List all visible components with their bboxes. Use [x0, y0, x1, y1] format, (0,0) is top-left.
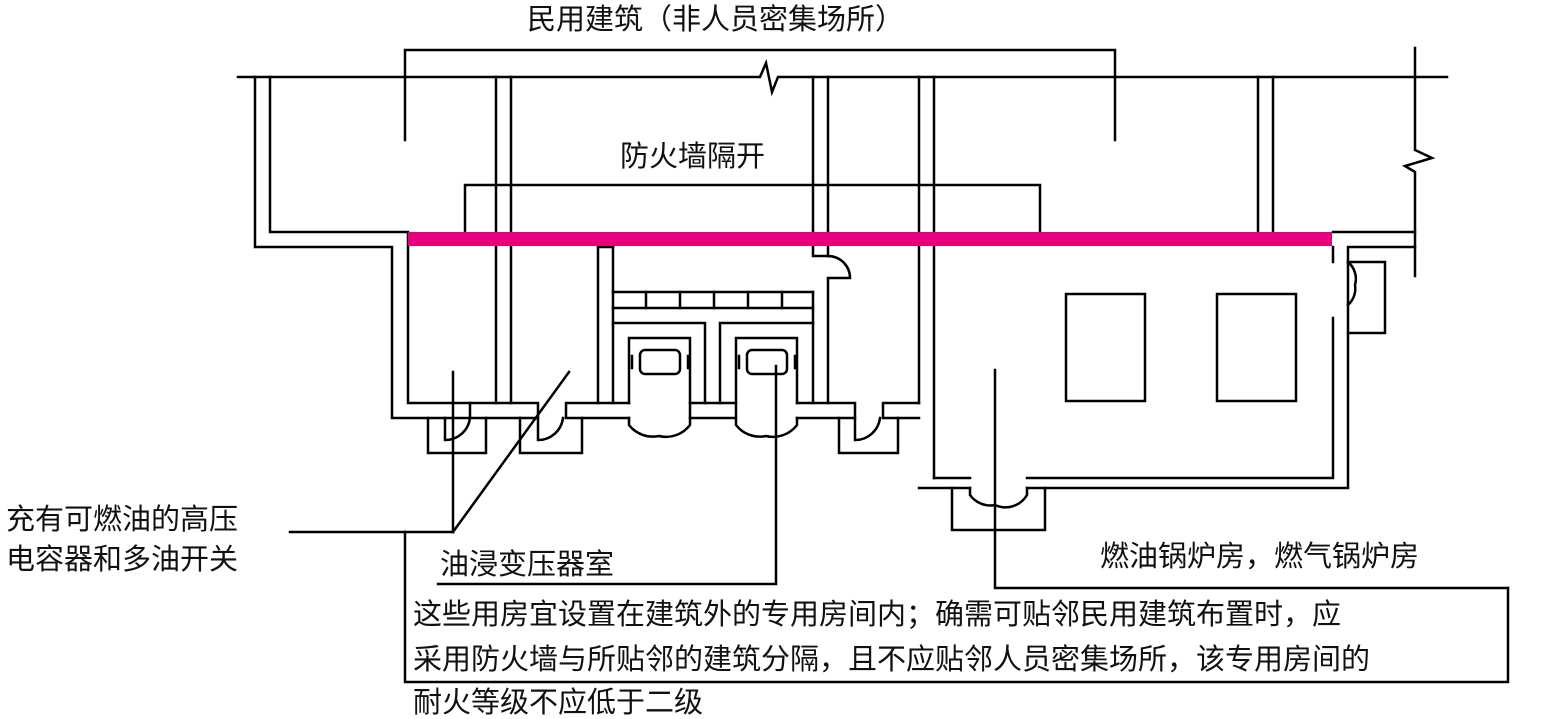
column-2: [811, 75, 830, 234]
boiler-side-door: [1346, 260, 1387, 335]
firewall-brace: [463, 183, 1042, 234]
boiler-room-label: 燃油锅炉房，燃气锅炉房: [1100, 539, 1420, 573]
bottom-wall-1: [468, 401, 540, 420]
capacitor-label-line1: 充有可燃油的高压: [6, 502, 239, 536]
bottom-wall-4: [795, 401, 857, 420]
civil-building-brace: [403, 48, 1117, 142]
corridor-door-swing: [826, 254, 852, 280]
bottom-wall-3: [688, 401, 738, 420]
door-swing-5: [853, 416, 882, 442]
transformer-unit-2: [737, 348, 797, 376]
boiler-door-frame: [950, 486, 1047, 532]
civil-building-label: 民用建筑（非人员密集场所）: [527, 2, 905, 36]
right-break-line: [1401, 46, 1436, 278]
corridor-ticks: [644, 290, 784, 310]
transformer-cell-right: [718, 321, 815, 405]
boiler-unit-1: [1064, 292, 1147, 403]
boiler-room-outer: [917, 245, 1417, 490]
leader-boiler: [993, 368, 1510, 590]
door-swing-4: [734, 416, 799, 439]
door-frame-3: [837, 416, 900, 455]
transformer-room-label: 油浸变压器室: [440, 547, 615, 581]
capacitor-label-line2: 电容器和多油开关: [6, 542, 239, 576]
bottom-wall-5: [881, 401, 921, 420]
note-line-3: 耐火等级不应低于二级: [413, 685, 704, 719]
boiler-unit-2: [1215, 292, 1298, 403]
bottom-wall-2: [564, 401, 631, 420]
leader-transformer: [436, 364, 778, 586]
top-boundary-line: [236, 58, 1449, 97]
door-swing-2: [536, 416, 565, 442]
transformer-cell-left: [611, 321, 707, 405]
boiler-door-swing: [968, 486, 1029, 509]
transformer-unit-1: [630, 348, 690, 376]
door-swing-1: [443, 416, 472, 442]
left-wall-outer: [253, 75, 472, 420]
door-frame-2: [518, 416, 584, 455]
firewall-line: [408, 232, 1332, 246]
walls: [236, 46, 1510, 684]
note-line-1: 这些用房宜设置在建筑外的专用房间内；确需可贴邻民用建筑布置时，应: [413, 597, 1342, 631]
corridor-door-stub: [811, 230, 830, 405]
firewall-separation-label: 防火墙隔开: [620, 139, 766, 173]
partition-wall-a: [596, 245, 615, 405]
door-frame-1: [426, 416, 488, 455]
leader-capacitor-b: [451, 370, 571, 534]
column-3: [917, 75, 936, 480]
door-swing-3: [627, 416, 692, 439]
boiler-room-inner: [932, 230, 1417, 480]
note-box: [403, 530, 1510, 684]
note-line-2: 采用防火墙与所贴邻的建筑分隔，且不应贴邻人员密集场所，该专用房间的: [413, 642, 1371, 676]
column-4: [1256, 75, 1275, 234]
